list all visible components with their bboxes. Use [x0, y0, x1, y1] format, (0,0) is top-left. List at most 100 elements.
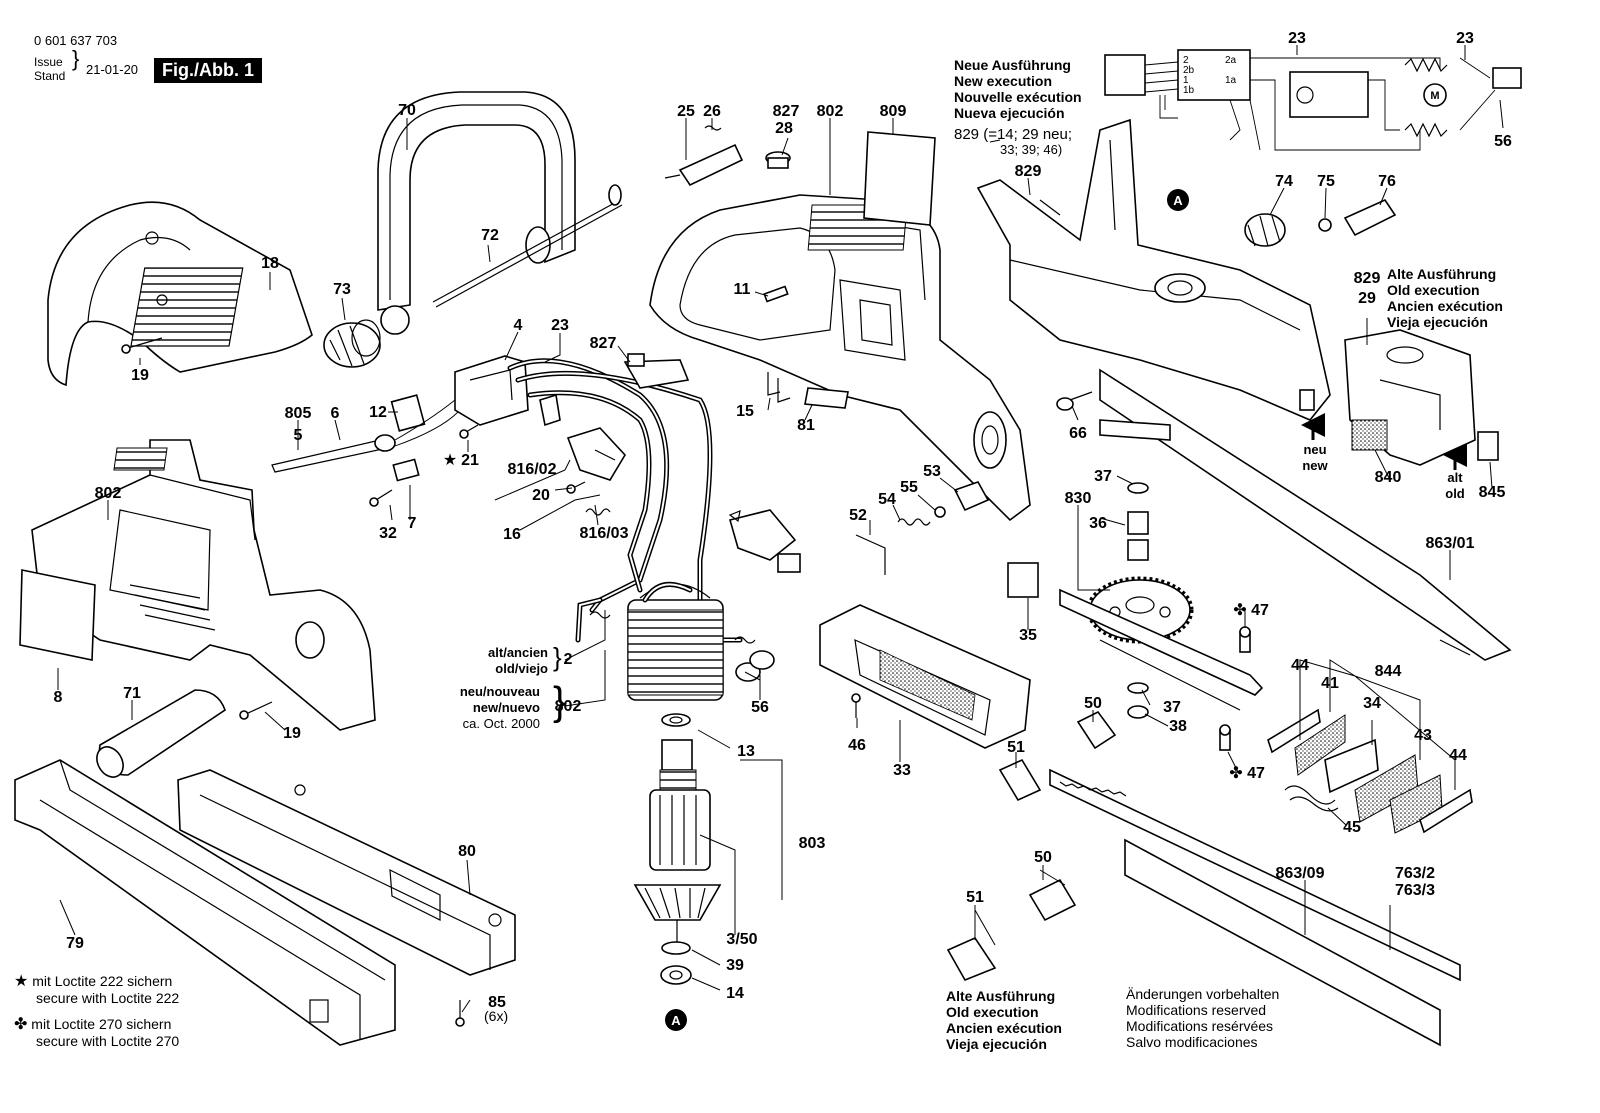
club-icon-47: ✤	[1233, 602, 1246, 619]
part-label-19b: 19	[283, 725, 301, 742]
marker-a-top-letter: A	[1173, 193, 1183, 208]
part-66-screw	[1056, 391, 1093, 411]
old-execution-bottom: Alte Ausführung Old execution Ancien exé…	[946, 988, 1062, 1052]
alt-old-arrow-note: alt old	[1440, 470, 1470, 502]
part-79-base-rail	[14, 759, 396, 1046]
part-label-845: 845	[1479, 484, 1506, 501]
part-label-33: 33	[893, 762, 911, 779]
part-label-28: 28	[775, 120, 793, 137]
part-label-8: 8	[54, 689, 63, 706]
part-23-cables	[507, 358, 743, 643]
part-844-kit	[1267, 708, 1473, 834]
part-label-827b: 827	[590, 335, 617, 352]
part-label-72: 72	[481, 227, 499, 244]
part-14-bearing	[660, 965, 692, 985]
part-2-802-stator	[627, 581, 724, 701]
old-execution-right: Alte Ausführung Old execution Ancien exé…	[1387, 266, 1503, 330]
changes-de: Änderungen vorbehalten	[1126, 986, 1280, 1002]
new-execution-note: Neue Ausführung New execution Nouvelle e…	[954, 57, 1082, 121]
part-label-802: 802	[95, 485, 122, 502]
club-icon: ✤	[14, 1016, 28, 1033]
motor-symbol: M	[1430, 90, 1439, 102]
part-label-70: 70	[398, 102, 416, 119]
part-label-763-2: 763/2	[1395, 865, 1435, 882]
part-label-802b: 802	[817, 103, 844, 120]
changes-reserved: Änderungen vorbehalten Modifications res…	[1126, 986, 1279, 1050]
neu-nouveau: neu/nouveau	[459, 684, 540, 699]
part-label-51b: 51	[966, 889, 984, 906]
part-label-15: 15	[736, 403, 754, 420]
brace: }	[72, 46, 80, 71]
part-label-47b: 47	[1247, 765, 1265, 782]
part-label-75: 75	[1317, 173, 1335, 190]
old-bottom-fr: Ancien exécution	[946, 1020, 1062, 1036]
part-8-plate	[19, 569, 96, 661]
part-label-39: 39	[726, 957, 744, 974]
part-809-label	[863, 131, 936, 226]
part-label-802c: 802	[555, 698, 582, 715]
part-829-gear-housing	[976, 118, 1331, 421]
part-36-bushing	[1127, 511, 1149, 561]
note-brace-1: }	[553, 680, 566, 724]
part-label-50: 50	[1084, 695, 1102, 712]
part-76-cover	[1343, 198, 1397, 237]
part-label-44: 44	[1291, 657, 1309, 674]
part-11-pin	[763, 285, 789, 303]
part-13-bearing	[661, 713, 691, 727]
part-label-16: 16	[503, 526, 521, 543]
part-19-screw	[121, 337, 163, 354]
part-816-03-brush-holder	[729, 509, 801, 573]
part-33-base-plate	[819, 604, 1031, 749]
part-28-cap	[765, 151, 791, 169]
part-label-36: 36	[1089, 515, 1107, 532]
part-45-spring	[1284, 785, 1339, 812]
part-label-14: 14	[726, 985, 744, 1002]
marker-a-bottom: A	[665, 1009, 687, 1031]
changes-en: Modifications reserved	[1126, 1002, 1267, 1018]
new-exec-en: New execution	[954, 73, 1053, 89]
part-label-11: 11	[734, 281, 751, 298]
changes-es: Salvo modificaciones	[1126, 1034, 1258, 1050]
part-label-71: 71	[123, 685, 141, 702]
part-81-plate	[804, 387, 849, 409]
part-label-51: 51	[1007, 739, 1025, 756]
part-label-829: 829	[1015, 163, 1042, 180]
old-right-en: Old execution	[1387, 282, 1480, 298]
figure-badge: Fig./Abb. 1	[154, 58, 262, 83]
new-word: new	[1302, 458, 1328, 473]
part-50-guide	[1076, 710, 1117, 750]
part-label-23b: 23	[1288, 30, 1306, 47]
part-label-830: 830	[1065, 490, 1092, 507]
part-label-50b: 50	[1034, 849, 1052, 866]
part-15-clip	[767, 372, 791, 403]
old-word: old	[1445, 486, 1465, 501]
part-label-37b: 37	[1163, 699, 1181, 716]
part-20-screw	[566, 481, 586, 494]
part-label-18: 18	[261, 255, 279, 272]
part-51-guide	[998, 758, 1042, 802]
star-icon: ★	[14, 973, 29, 990]
marker-a-bottom-letter: A	[671, 1013, 681, 1028]
part-74-knob	[1244, 213, 1286, 247]
part-25-26-thermo	[664, 125, 744, 187]
part-label-863-01: 863/01	[1426, 535, 1475, 552]
term-2a: 2a	[1225, 55, 1237, 66]
part-19b-screw	[239, 701, 273, 720]
part-label-21: 21	[461, 452, 479, 469]
alt-ancien: alt/ancien	[488, 645, 548, 660]
loctite-270-note: ✤ mit Loctite 270 sichern secure with Lo…	[14, 1016, 179, 1049]
loctite270-de: mit Loctite 270 sichern	[31, 1016, 172, 1032]
part-816-02-brush-holder	[566, 427, 626, 481]
part-72-long-screw	[432, 184, 623, 308]
part-label-3-50: 3/50	[726, 931, 757, 948]
term-1b: 1b	[1183, 85, 1195, 96]
part-12-capacitor	[390, 394, 426, 432]
part-802-main-housing	[649, 194, 1031, 522]
part-label-19: 19	[131, 367, 149, 384]
new-exec-ref: 829 (=14; 29 neu;	[954, 126, 1073, 143]
part-37-washer	[1127, 482, 1149, 494]
part-label-85: 85	[488, 994, 506, 1011]
part-3-50-armature	[633, 739, 722, 945]
note-brace-0: }	[553, 642, 562, 672]
